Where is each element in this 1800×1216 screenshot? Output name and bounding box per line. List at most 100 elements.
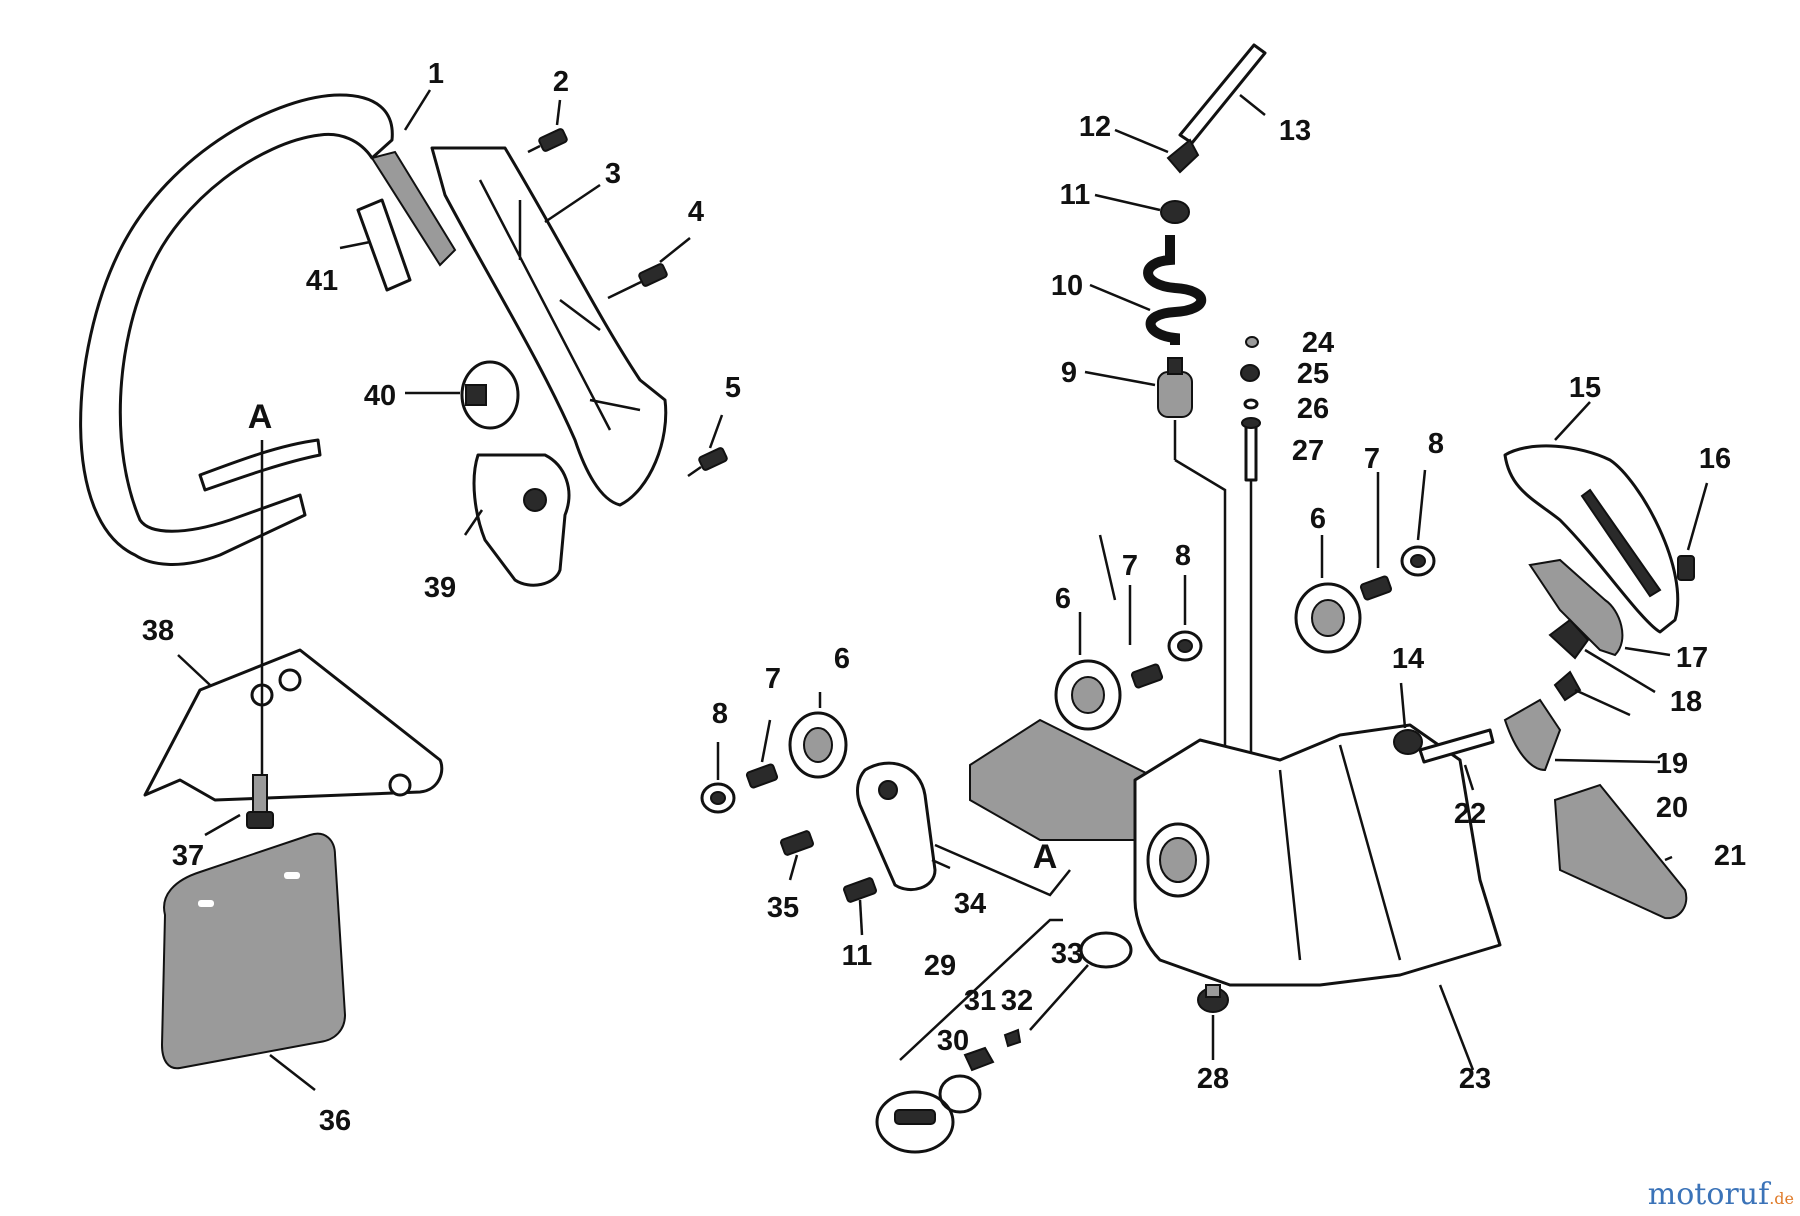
watermark-logo: motoruf.de [1648, 1177, 1794, 1212]
drain-plug [1197, 984, 1229, 1013]
pin-27 [1241, 417, 1261, 482]
callout-6c: 6 [1310, 503, 1326, 535]
callout-13: 13 [1279, 115, 1311, 147]
callout-23: 23 [1459, 1063, 1491, 1095]
callout-16: 16 [1699, 443, 1731, 475]
handle-grip-strip [370, 150, 457, 267]
screw-35 [780, 830, 814, 856]
callout-11-top: 11 [1060, 179, 1091, 211]
callout-36: 36 [319, 1105, 351, 1137]
callout-2: 2 [553, 66, 569, 98]
watermark-brand: motoruf [1647, 1177, 1770, 1212]
callout-26: 26 [1297, 393, 1329, 425]
fuel-cap [875, 1090, 955, 1154]
callout-25: 25 [1297, 358, 1329, 390]
callout-24: 24 [1302, 327, 1334, 359]
screw-16 [1677, 555, 1695, 581]
callout-12: 12 [1079, 111, 1111, 143]
callout-8b: 8 [1175, 540, 1191, 572]
throttle-trigger [1528, 558, 1624, 657]
callout-33: 33 [1051, 938, 1083, 970]
callout-21: 21 [1714, 840, 1746, 872]
hose-fitting [1166, 138, 1200, 174]
callout-27: 27 [1292, 435, 1324, 467]
damper-center [1054, 659, 1122, 731]
callout-3: 3 [605, 158, 621, 190]
screw-7-center [1130, 663, 1164, 689]
callout-30: 30 [937, 1025, 969, 1057]
callout-15: 15 [1569, 372, 1601, 404]
callout-9: 9 [1061, 357, 1077, 389]
callout-29: 29 [924, 950, 956, 982]
callout-28: 28 [1197, 1063, 1229, 1095]
pin-22 [1418, 728, 1495, 764]
callout-8a: 8 [712, 698, 728, 730]
washer-8-left [700, 782, 736, 814]
callout-6b: 6 [1055, 583, 1071, 615]
callout-18: 18 [1670, 686, 1702, 718]
callout-31: 31 [964, 985, 996, 1017]
lever-20 [1503, 698, 1562, 772]
callout-14: 14 [1392, 643, 1424, 675]
tank-housing [1133, 723, 1502, 987]
washer-8-center [1167, 630, 1203, 662]
callout-7c: 7 [1364, 443, 1380, 475]
nut-25 [1240, 364, 1260, 382]
bolt-37 [246, 774, 274, 829]
callout-34: 34 [954, 888, 986, 920]
watermark-tld: .de [1769, 1189, 1794, 1208]
callout-22: 22 [1454, 798, 1486, 830]
callout-4: 4 [688, 196, 704, 228]
handle-cover [1503, 444, 1680, 634]
cap-clip [963, 1046, 995, 1072]
cap-o-ring [938, 1074, 982, 1114]
nut-11-top [1160, 200, 1190, 224]
callout-17: 17 [1676, 642, 1708, 674]
callout-32: 32 [1001, 985, 1033, 1017]
fuel-filter [1157, 357, 1193, 418]
callout-20: 20 [1656, 792, 1688, 824]
damper-left [788, 711, 848, 779]
callout-5: 5 [725, 372, 741, 404]
screw-11-lower [843, 877, 877, 903]
screw-2 [527, 128, 568, 154]
grip-pad [1553, 783, 1688, 920]
screw-5 [687, 447, 728, 478]
front-handle-bar [79, 93, 394, 566]
callout-6a: 6 [834, 643, 850, 675]
washer-8-right [1400, 545, 1436, 577]
cover-plate [472, 453, 571, 587]
callout-1: 1 [428, 58, 444, 90]
callout-8c: 8 [1428, 428, 1444, 460]
base-plate [143, 648, 444, 802]
screw-7-left [745, 763, 779, 789]
screw-7-right [1359, 575, 1393, 601]
damper-right [1294, 582, 1362, 654]
callout-37: 37 [172, 840, 204, 872]
coil-hose [1143, 235, 1207, 345]
callout-19: 19 [1656, 748, 1688, 780]
fuel-hose [1178, 43, 1267, 145]
anti-vibration-mount [856, 761, 937, 891]
callout-10: 10 [1051, 270, 1083, 302]
callout-11-lower: 11 [842, 940, 873, 972]
section-marker-a-left: A [248, 398, 273, 436]
screw-4 [607, 263, 668, 300]
spring-19 [1553, 670, 1631, 717]
cap-lanyard [1029, 931, 1133, 1031]
callout-41: 41 [306, 265, 338, 297]
washer-24 [1245, 336, 1259, 348]
cap-screw [1003, 1028, 1022, 1048]
section-marker-a-center: A [1033, 838, 1058, 876]
callout-40: 40 [364, 380, 396, 412]
callout-39: 39 [424, 572, 456, 604]
mat-plate [160, 832, 347, 1070]
callout-35: 35 [767, 892, 799, 924]
lockout-18 [1548, 618, 1590, 660]
grommet-14 [1393, 729, 1423, 755]
callout-38: 38 [142, 615, 174, 647]
spacer-block [356, 198, 412, 292]
rubber-buffer [460, 360, 520, 430]
